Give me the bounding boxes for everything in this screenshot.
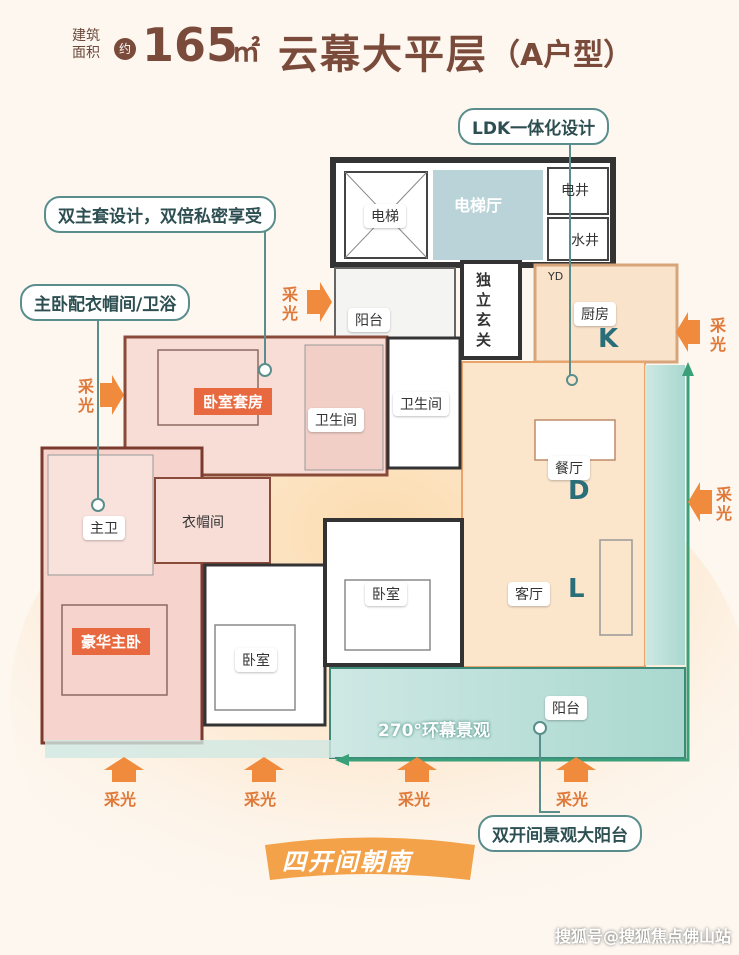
double-master-callout: 双主套设计，双倍私密享受 xyxy=(44,196,276,233)
electric-well-label: 电井 xyxy=(561,183,589,199)
elevator-label: 电梯 xyxy=(364,204,406,228)
closet-label: 衣帽间 xyxy=(182,515,224,531)
balcony-top-label: 阳台 xyxy=(348,308,390,332)
daylight-bottom-4: 采光 xyxy=(556,790,589,809)
arrow-b4 xyxy=(556,757,596,782)
suite-bed xyxy=(157,349,259,426)
living-label: 客厅 xyxy=(508,582,550,606)
daylight-bottom-1: 采光 xyxy=(104,790,137,809)
master-closet-callout: 主卧配衣帽间/卫浴 xyxy=(20,284,191,321)
area-label-line1: 建筑 xyxy=(72,28,100,44)
arrow-b1 xyxy=(104,757,144,782)
daylight-bottom-2: 采光 xyxy=(244,790,277,809)
living-letter: L xyxy=(568,574,585,604)
watermark: 搜狐号@搜狐焦点佛山站 xyxy=(554,927,731,946)
arrow-top xyxy=(307,282,332,322)
bathroom2-label: 卫生间 xyxy=(393,392,449,416)
sofa xyxy=(599,539,633,636)
master-bath-label: 主卫 xyxy=(83,516,125,540)
daylight-arrows xyxy=(100,282,712,782)
daylight-bottom-3: 采光 xyxy=(398,790,431,809)
arrow-left xyxy=(100,375,124,415)
daylight-left: 采光 xyxy=(77,377,94,415)
kitchen-area xyxy=(533,263,679,364)
bedroom-small-label: 卧室 xyxy=(235,648,277,672)
dining-table xyxy=(534,419,616,461)
balcony-bottom-label: 阳台 xyxy=(545,696,587,720)
arrow-right xyxy=(688,482,712,522)
daylight-right: 采光 xyxy=(715,485,732,523)
daylight-kitchen: 采光 xyxy=(709,316,726,354)
page-title: 云幕大平层 xyxy=(278,32,488,78)
dining-letter: D xyxy=(568,476,590,506)
view-label: 270°环幕景观 xyxy=(378,721,490,741)
balcony-bottom-area xyxy=(329,667,686,759)
dining-label: 餐厅 xyxy=(548,456,590,480)
electric-well-box xyxy=(547,167,609,215)
bathroom1-label: 卫生间 xyxy=(308,408,364,432)
water-well-box xyxy=(547,217,609,261)
unit-type: （A户型） xyxy=(490,38,634,73)
daylight-top: 采光 xyxy=(281,285,298,323)
ldk-callout: LDK一体化设计 xyxy=(458,108,610,145)
bedroom-mid-label: 卧室 xyxy=(365,582,407,606)
water-well-label: 水井 xyxy=(571,233,599,249)
elevator-hall-dot xyxy=(566,374,578,386)
area-label: 建筑 面积 xyxy=(72,28,100,62)
ldk-area xyxy=(461,361,646,668)
south-banner xyxy=(265,837,475,880)
bedroom-small-area xyxy=(203,563,327,727)
kitchen-label: 厨房 xyxy=(574,302,616,326)
bedroom-suite-label: 卧室套房 xyxy=(194,388,273,415)
yd-label: YD xyxy=(548,270,564,283)
right-glass-strip xyxy=(645,365,685,665)
mid-bed xyxy=(344,579,431,651)
elevator-hall-area xyxy=(433,170,543,260)
area-unit: ㎡ xyxy=(232,35,261,68)
kitchen-letter: K xyxy=(598,324,619,354)
arrow-b3 xyxy=(397,757,437,782)
balcony-leader xyxy=(539,730,560,813)
entrance-label: 独立玄关 xyxy=(476,271,492,349)
entrance-area xyxy=(460,260,522,360)
elevator-hall-label: 电梯厅 xyxy=(454,196,503,215)
south-banner-text: 四开间朝南 xyxy=(282,848,412,876)
arrow-kitchen xyxy=(676,312,700,352)
area-label-line2: 面积 xyxy=(72,45,100,61)
balcony-callout: 双开间景观大阳台 xyxy=(478,815,642,852)
arrow-b2 xyxy=(244,757,284,782)
master-bedroom-label: 豪华主卧 xyxy=(72,628,151,655)
master-bed xyxy=(61,604,168,696)
area-value: 165 xyxy=(142,18,239,72)
approx-badge: 约 xyxy=(114,38,136,60)
small-bed xyxy=(214,624,296,711)
view-arrow-line xyxy=(345,372,690,762)
